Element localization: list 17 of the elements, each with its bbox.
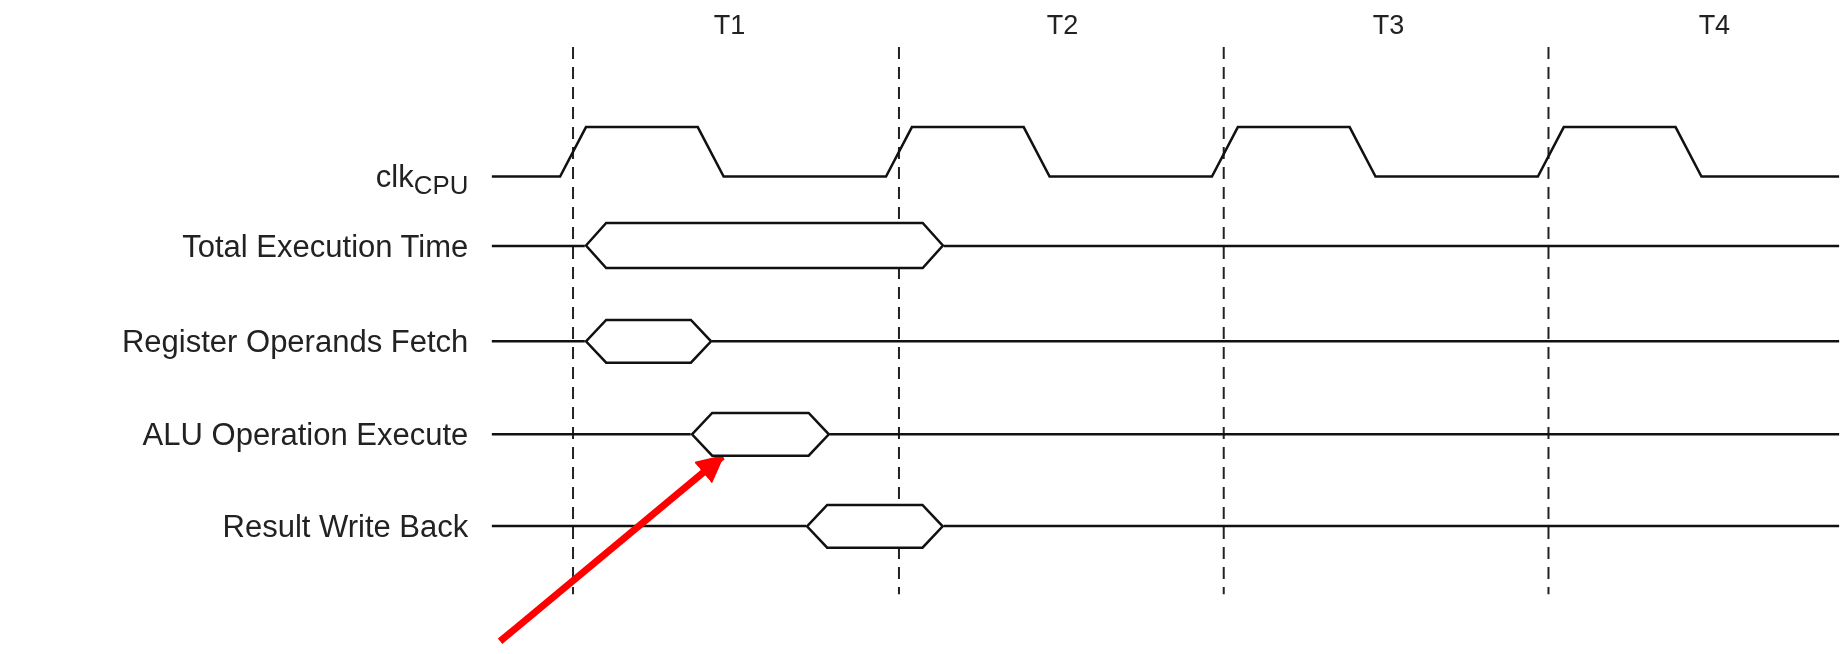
time-slot-label: T1 — [713, 12, 746, 40]
signal-bubble — [806, 503, 944, 549]
signal-name: Register Operands Fetch — [121, 326, 492, 358]
time-slot-label: T3 — [1372, 12, 1405, 40]
signal-bubble — [584, 222, 944, 270]
signal-name: Result Write Back — [222, 510, 492, 542]
signal-line — [491, 524, 806, 528]
signal-bubble — [584, 318, 712, 364]
signal-name: clk$_{CPU}$ — [375, 161, 469, 200]
signal-line — [491, 340, 585, 343]
time-slot-label: T4 — [1698, 12, 1731, 40]
signal-bubble — [690, 411, 830, 457]
signal-name: ALU Operation Execute — [142, 419, 492, 451]
time-slot-label: T2 — [1046, 12, 1079, 40]
signal-line — [491, 432, 691, 436]
signal-line — [491, 244, 585, 248]
signal-name: Total Execution Time — [182, 230, 492, 262]
